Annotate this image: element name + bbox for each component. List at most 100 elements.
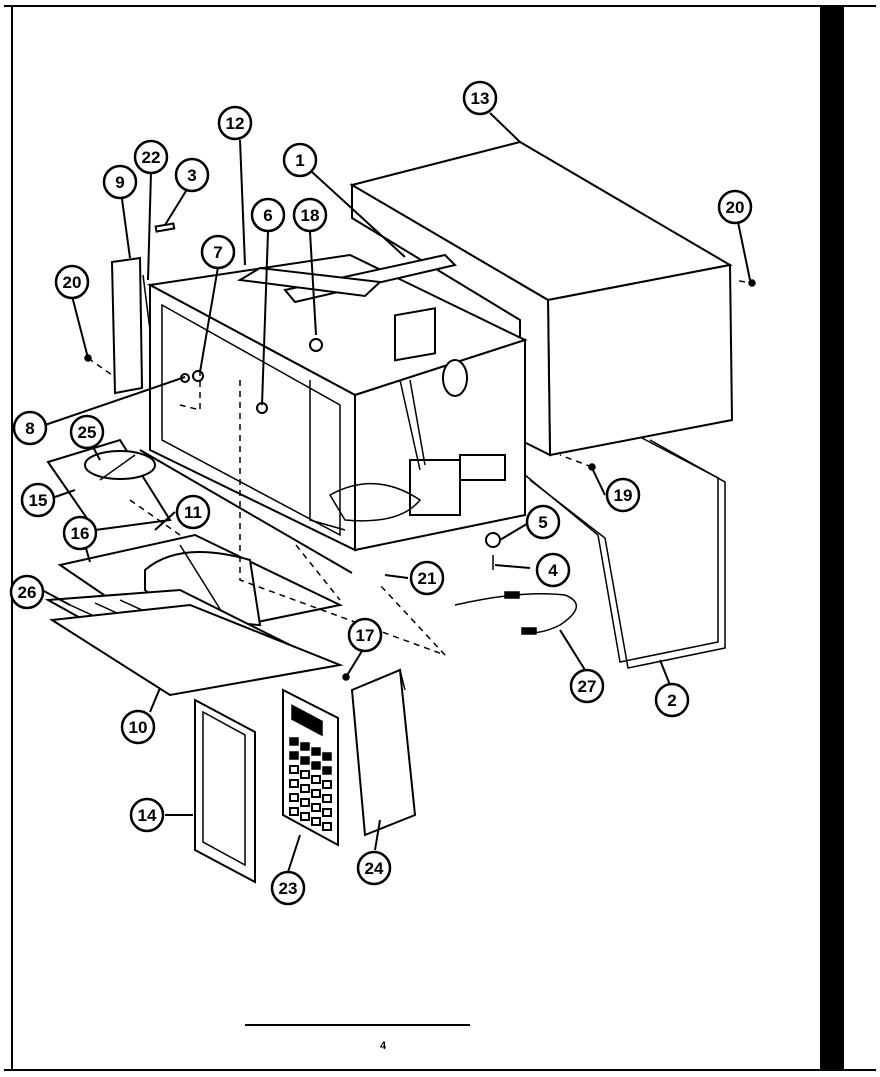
keypad-key — [289, 765, 299, 774]
callout-circle — [200, 234, 236, 270]
keypad-key — [322, 766, 332, 775]
callout-10: 10 — [120, 709, 156, 745]
assembly-guides — [87, 279, 746, 656]
cover-plate — [350, 668, 417, 837]
callout-circle — [133, 139, 169, 175]
page-number: 4 — [380, 1040, 387, 1052]
keypad-key — [300, 742, 310, 751]
callout-18: 18 — [292, 197, 328, 233]
callout-circle — [292, 197, 328, 233]
main-chassis — [146, 253, 528, 552]
callout-label: 19 — [614, 486, 633, 505]
callout-circle — [217, 105, 253, 141]
keypad-key — [300, 798, 310, 807]
callout-circle — [282, 142, 318, 178]
callout-label: 6 — [263, 206, 272, 225]
callout-27: 27 — [569, 668, 605, 704]
keypad-key — [289, 779, 299, 788]
callout-label: 3 — [187, 166, 196, 185]
keypad-key — [300, 770, 310, 779]
callout-26: 26 — [9, 574, 45, 610]
callout-label: 20 — [63, 273, 82, 292]
keypad-key — [289, 751, 299, 760]
callout-circle — [69, 414, 105, 450]
stirrer-assembly — [46, 438, 172, 532]
callout-circle — [54, 264, 90, 300]
outer-cabinet — [349, 140, 734, 457]
callout-circle — [20, 482, 56, 518]
leader-lines — [41, 112, 751, 873]
callout-label: 15 — [29, 491, 48, 510]
callout-label: 2 — [667, 691, 676, 710]
callout-label: 20 — [726, 198, 745, 217]
callout-13: 13 — [462, 80, 498, 116]
side-bracket — [110, 222, 176, 395]
callout-20: 20 — [717, 189, 753, 225]
callout-11: 11 — [175, 494, 211, 530]
callout-1: 1 — [282, 142, 318, 178]
keypad-key — [311, 817, 321, 826]
callout-label: 23 — [279, 879, 298, 898]
keypad-key — [322, 752, 332, 761]
keypad-key — [322, 822, 332, 831]
wire-harness — [454, 591, 577, 635]
callout-circle — [62, 515, 98, 551]
callout-circle — [535, 552, 571, 588]
keypad-key — [289, 737, 299, 746]
callout-20: 20 — [54, 264, 90, 300]
callout-17: 17 — [347, 617, 383, 653]
callout-23: 23 — [270, 870, 306, 906]
keypad-key — [311, 775, 321, 784]
callout-circle — [102, 164, 138, 200]
door-rail — [139, 449, 353, 574]
callout-label: 8 — [25, 419, 34, 438]
callout-circle — [347, 617, 383, 653]
callout-9: 9 — [102, 164, 138, 200]
callout-circle — [356, 850, 392, 886]
callout-circle — [462, 80, 498, 116]
keypad-key — [300, 784, 310, 793]
callout-21: 21 — [409, 560, 445, 596]
callout-7: 7 — [200, 234, 236, 270]
fasteners — [84, 279, 756, 681]
callout-circle — [654, 682, 690, 718]
callout-label: 24 — [365, 859, 384, 878]
callout-label: 7 — [213, 243, 222, 262]
callout-8: 8 — [12, 410, 48, 446]
callout-12: 12 — [217, 105, 253, 141]
callout-label: 26 — [18, 583, 37, 602]
keypad-key — [311, 789, 321, 798]
callout-circle — [270, 870, 306, 906]
callout-label: 4 — [548, 561, 558, 580]
callout-group: 1234567891011121314151617181920202122232… — [9, 80, 753, 906]
callout-label: 16 — [71, 524, 90, 543]
callout-3: 3 — [174, 157, 210, 193]
callout-label: 11 — [184, 503, 202, 522]
callout-label: 9 — [115, 173, 124, 192]
keypad-key — [300, 756, 310, 765]
callout-label: 5 — [538, 513, 547, 532]
callout-14: 14 — [129, 797, 165, 833]
callout-circle — [250, 197, 286, 233]
keypad-key — [300, 812, 310, 821]
base-panel — [49, 603, 344, 697]
keypad-grid — [289, 737, 332, 831]
callout-label: 25 — [78, 423, 97, 442]
callout-2: 2 — [654, 682, 690, 718]
callout-circle — [129, 797, 165, 833]
keypad-key — [289, 807, 299, 816]
callout-label: 18 — [301, 206, 320, 225]
callout-24: 24 — [356, 850, 392, 886]
keypad-key — [322, 794, 332, 803]
keypad-key — [289, 793, 299, 802]
top-rail — [237, 253, 457, 304]
callout-circle — [525, 504, 561, 540]
callout-circle — [717, 189, 753, 225]
callout-label: 10 — [129, 718, 148, 737]
callout-label: 17 — [356, 626, 375, 645]
control-panel — [282, 688, 339, 847]
callout-circle — [409, 560, 445, 596]
callout-15: 15 — [20, 482, 56, 518]
callout-label: 21 — [418, 569, 437, 588]
keypad-key — [322, 780, 332, 789]
